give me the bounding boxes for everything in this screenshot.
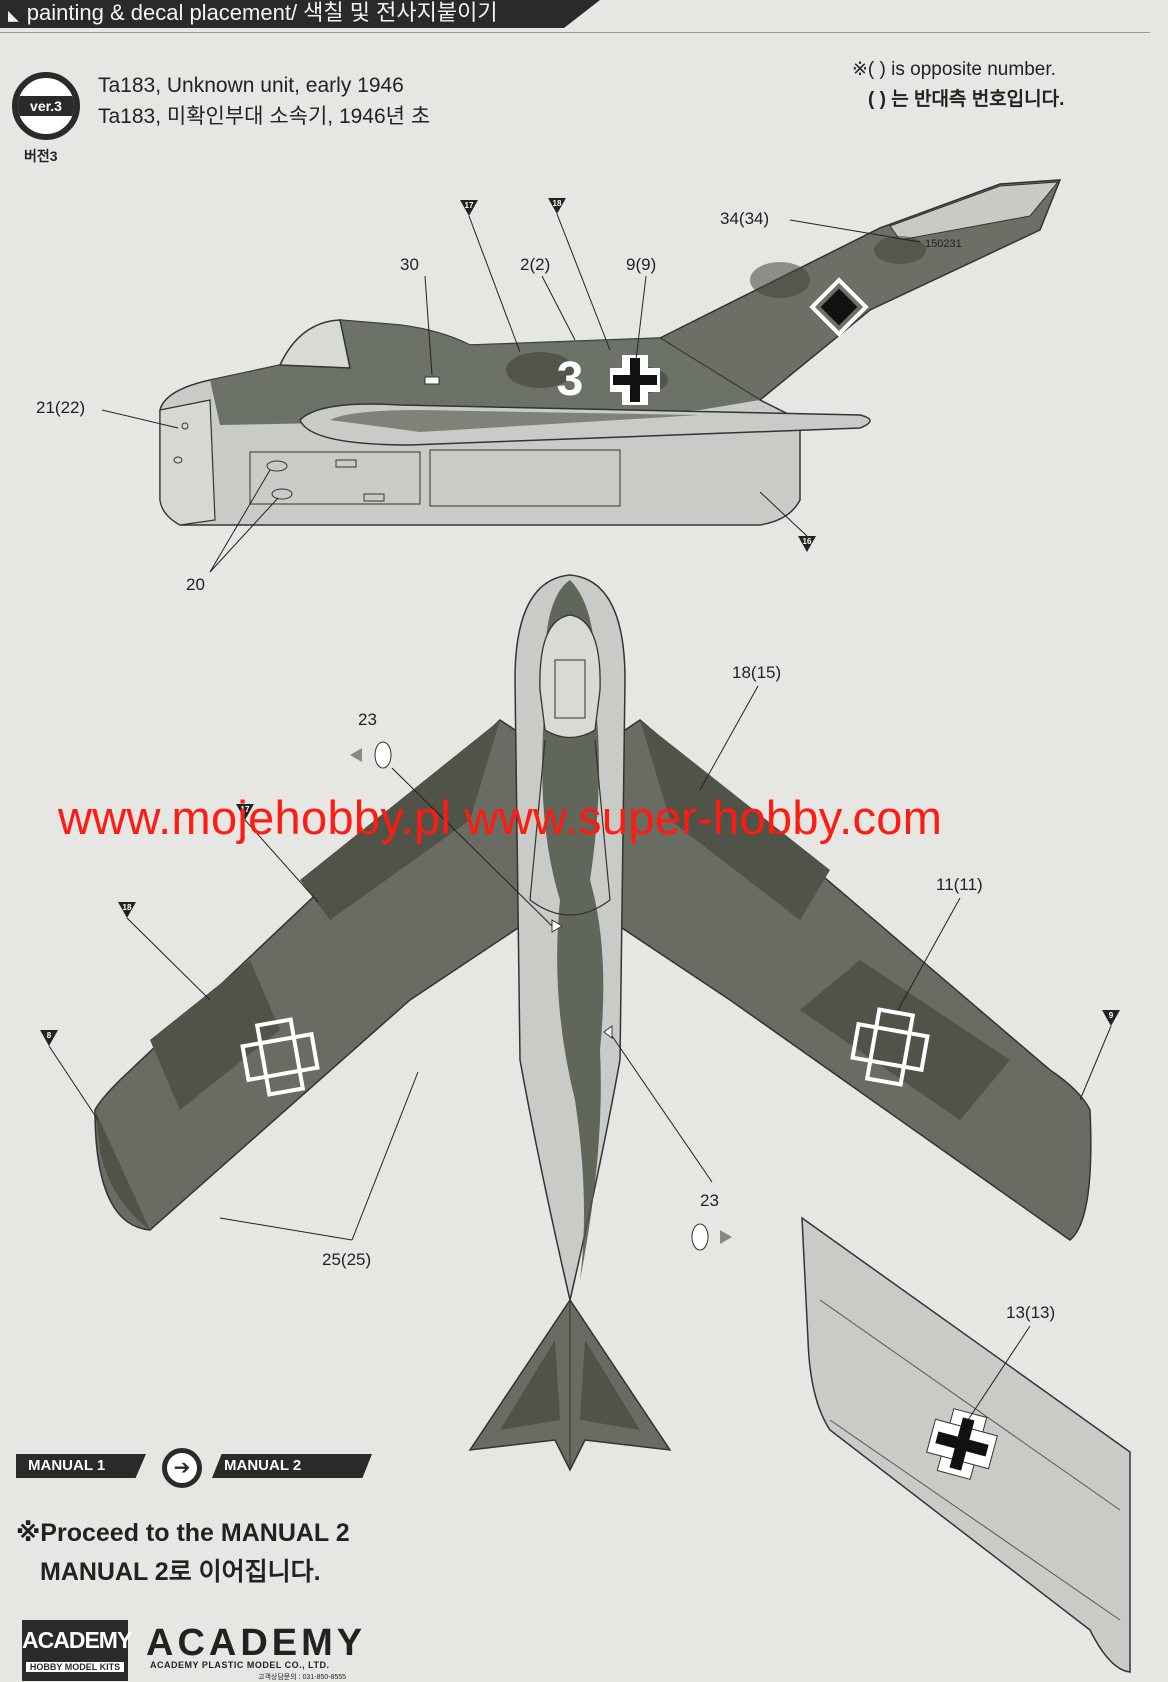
customer-phone: 고객상담문의 : 031-850-8555 <box>258 1674 347 1681</box>
callout-2: 2(2) <box>520 255 550 274</box>
color-tag-18-b: 18 <box>123 903 132 912</box>
proceed-note-ko: MANUAL 2로 이어집니다. <box>40 1558 321 1586</box>
serial-number: 150231 <box>925 238 962 250</box>
color-tag-17-b: 17 <box>241 805 250 814</box>
color-tag-16: 16 <box>803 537 812 546</box>
manual-1-tag: MANUAL 1 <box>16 1454 146 1478</box>
version-sublabel: 버전3 <box>24 148 58 164</box>
manual-navigation: MANUAL 1 ➔ MANUAL 2 <box>16 1448 372 1488</box>
aircraft-title-en: Ta183, Unknown unit, early 1946 <box>98 74 404 97</box>
divider <box>0 32 1150 33</box>
opposite-note-ko: ( ) 는 반대측 번호입니다. <box>868 89 1065 110</box>
aircraft-title-ko: Ta183, 미확인부대 소속기, 1946년 초 <box>98 105 431 128</box>
brand-box-sub: HOBBY MODEL KITS <box>26 1662 124 1672</box>
color-tag-18-a: 18 <box>553 199 562 208</box>
callout-13: 13(13) <box>1006 1303 1055 1322</box>
balkenkreuz-underside <box>926 1408 998 1480</box>
section-header: ◣ painting & decal placement/ 색칠 및 전사지붙이기 <box>0 0 600 28</box>
watermark-text: www.mojehobby.pl www.super-hobby.com <box>58 791 943 844</box>
top-view <box>94 574 1092 1472</box>
academy-logo: ACADEMY <box>146 1622 367 1664</box>
brand-box-title: ACADEMY <box>22 1627 132 1653</box>
proceed-note-en: ※Proceed to the MANUAL 2 <box>16 1519 350 1547</box>
company-name: ACADEMY PLASTIC MODEL CO., LTD. <box>150 1660 330 1670</box>
triangle-icon: ◣ <box>8 7 19 23</box>
wing-underside-view: 13(13) <box>801 1216 1131 1673</box>
callout-23-b: 23 <box>700 1191 719 1210</box>
fuselage-code: 3 <box>557 353 584 406</box>
version-label: ver.3 <box>18 96 74 116</box>
balkenkreuz-side <box>610 355 660 405</box>
side-view: 3 150231 <box>159 179 1062 526</box>
color-tag-9: 9 <box>1109 1011 1114 1020</box>
callout-30: 30 <box>400 255 419 274</box>
callout-11: 11(11) <box>936 875 983 894</box>
callout-21: 21(22) <box>36 398 85 417</box>
color-tag-17-a: 17 <box>465 201 474 210</box>
callout-18: 18(15) <box>732 663 781 682</box>
callout-25: 25(25) <box>322 1250 371 1269</box>
callout-9: 9(9) <box>626 255 656 274</box>
opposite-note-en: ※( ) is opposite number. <box>852 59 1056 80</box>
color-tag-8: 8 <box>47 1031 52 1040</box>
balkenkreuz-right-wing <box>850 1007 930 1087</box>
callout-23-a: 23 <box>358 710 377 729</box>
callout-20: 20 <box>186 575 205 594</box>
top-callouts: 23 18(15) 11(11) 23 25(25) 17 18 8 9 <box>40 663 1120 1269</box>
academy-brand-box: ACADEMY HOBBY MODEL KITS <box>22 1620 132 1681</box>
callout-34: 34(34) <box>720 209 769 228</box>
arrow-right-icon: ➔ <box>162 1448 202 1488</box>
version-badge: ver.3 <box>12 72 80 140</box>
balkenkreuz-left-wing <box>240 1017 320 1097</box>
manual-2-tag: MANUAL 2 <box>212 1454 372 1478</box>
side-callouts: 30 2(2) 9(9) 34(34) 21(22) 20 17 18 16 <box>36 198 921 594</box>
section-title: painting & decal placement/ 색칠 및 전사지붙이기 <box>26 0 498 25</box>
